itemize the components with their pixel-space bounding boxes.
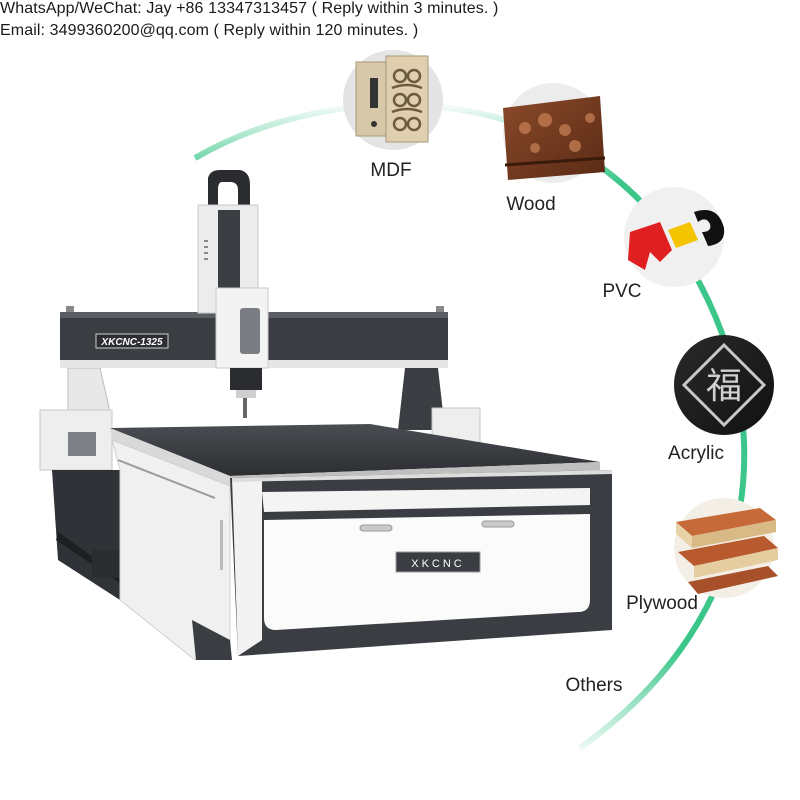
- gantry-model-label: XKCNC-1325: [100, 337, 163, 348]
- carved-wood-icon: [503, 83, 606, 183]
- cnc-router-machine: XKCNC XKCNC-1325: [39, 170, 612, 661]
- material-label-others: Others: [565, 675, 622, 696]
- plywood-stack-icon: [674, 498, 778, 598]
- acrylic-character-icon: 福: [674, 335, 774, 435]
- pvc-letters-icon: [624, 187, 725, 287]
- material-label-mdf: MDF: [370, 160, 411, 181]
- whatsapp-contact: WhatsApp/WeChat: Jay +86 13347313457 ( R…: [0, 0, 499, 17]
- front-brand-label: XKCNC: [411, 558, 465, 570]
- front-brand-plate: [395, 551, 481, 573]
- material-label-acrylic: Acrylic: [668, 443, 724, 464]
- mdf-panel-icon: [343, 50, 443, 150]
- material-label-wood: Wood: [506, 194, 555, 215]
- material-label-pvc: PVC: [602, 281, 641, 302]
- material-label-plywood: Plywood: [626, 593, 698, 614]
- acrylic-glyph: 福: [706, 366, 742, 407]
- email-contact: Email: 3499360200@qq.com ( Reply within …: [0, 22, 419, 39]
